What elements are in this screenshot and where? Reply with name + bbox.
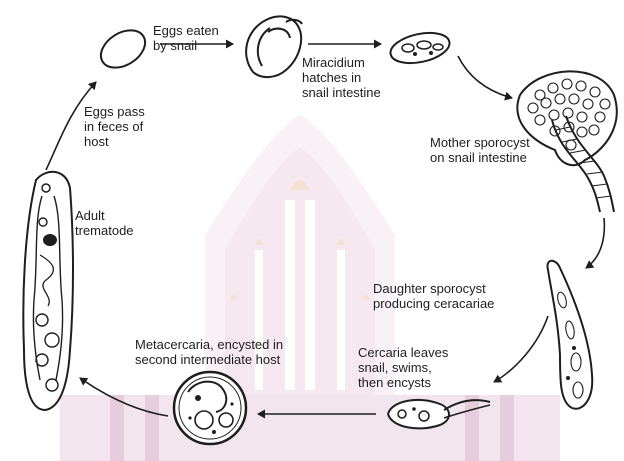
daughter-sporocyst-illustration — [547, 261, 592, 409]
label-line: Cercaria leaves — [358, 345, 448, 360]
label-cercaria: Cercaria leaves snail, swims, then encys… — [358, 345, 448, 390]
label-line: second intermediate host — [135, 352, 283, 367]
label-line: Miracidium — [302, 55, 381, 70]
label-line: Eggs pass — [84, 104, 145, 119]
label-line: on snail intestine — [430, 150, 530, 165]
label-line: then encysts — [358, 375, 448, 390]
label-line: Daughter sporocyst — [373, 281, 494, 296]
label-line: hatches in — [302, 70, 381, 85]
miracidium-illustration — [388, 28, 453, 68]
label-line: by snail — [153, 38, 219, 53]
egg-illustration — [94, 23, 152, 76]
arrow-miracidium-to-mother-sporocyst — [458, 56, 512, 98]
label-line: Eggs eaten — [153, 23, 219, 38]
label-line: Adult — [75, 208, 134, 223]
label-mother-sporocyst: Mother sporocyst on snail intestine — [430, 135, 530, 165]
label-daughter-sporocyst: Daughter sporocyst producing ceracariae — [373, 281, 494, 311]
label-line: snail intestine — [302, 85, 381, 100]
label-line: snail, swims, — [358, 360, 448, 375]
label-line: producing ceracariae — [373, 296, 494, 311]
label-adult-trematode: Adult trematode — [75, 208, 134, 238]
label-line: trematode — [75, 223, 134, 238]
label-eggs-pass: Eggs pass in feces of host — [84, 104, 145, 149]
metacercaria-cyst-illustration — [174, 372, 246, 444]
label-line: Metacercaria, encysted in — [135, 337, 283, 352]
label-eggs-eaten: Eggs eaten by snail — [153, 23, 219, 53]
label-miracidium: Miracidium hatches in snail intestine — [302, 55, 381, 100]
label-metacercaria: Metacercaria, encysted in second interme… — [135, 337, 283, 367]
label-line: in feces of — [84, 119, 145, 134]
adult-trematode-illustration — [23, 172, 73, 410]
label-line: Mother sporocyst — [430, 135, 530, 150]
arrow-daughter-sporocyst-to-cercaria — [494, 316, 548, 382]
label-line: host — [84, 134, 145, 149]
arrow-mother-to-daughter-sporocyst — [586, 218, 604, 268]
snail-shell-illustration — [246, 16, 302, 77]
mother-sporocyst-illustration — [517, 71, 616, 212]
